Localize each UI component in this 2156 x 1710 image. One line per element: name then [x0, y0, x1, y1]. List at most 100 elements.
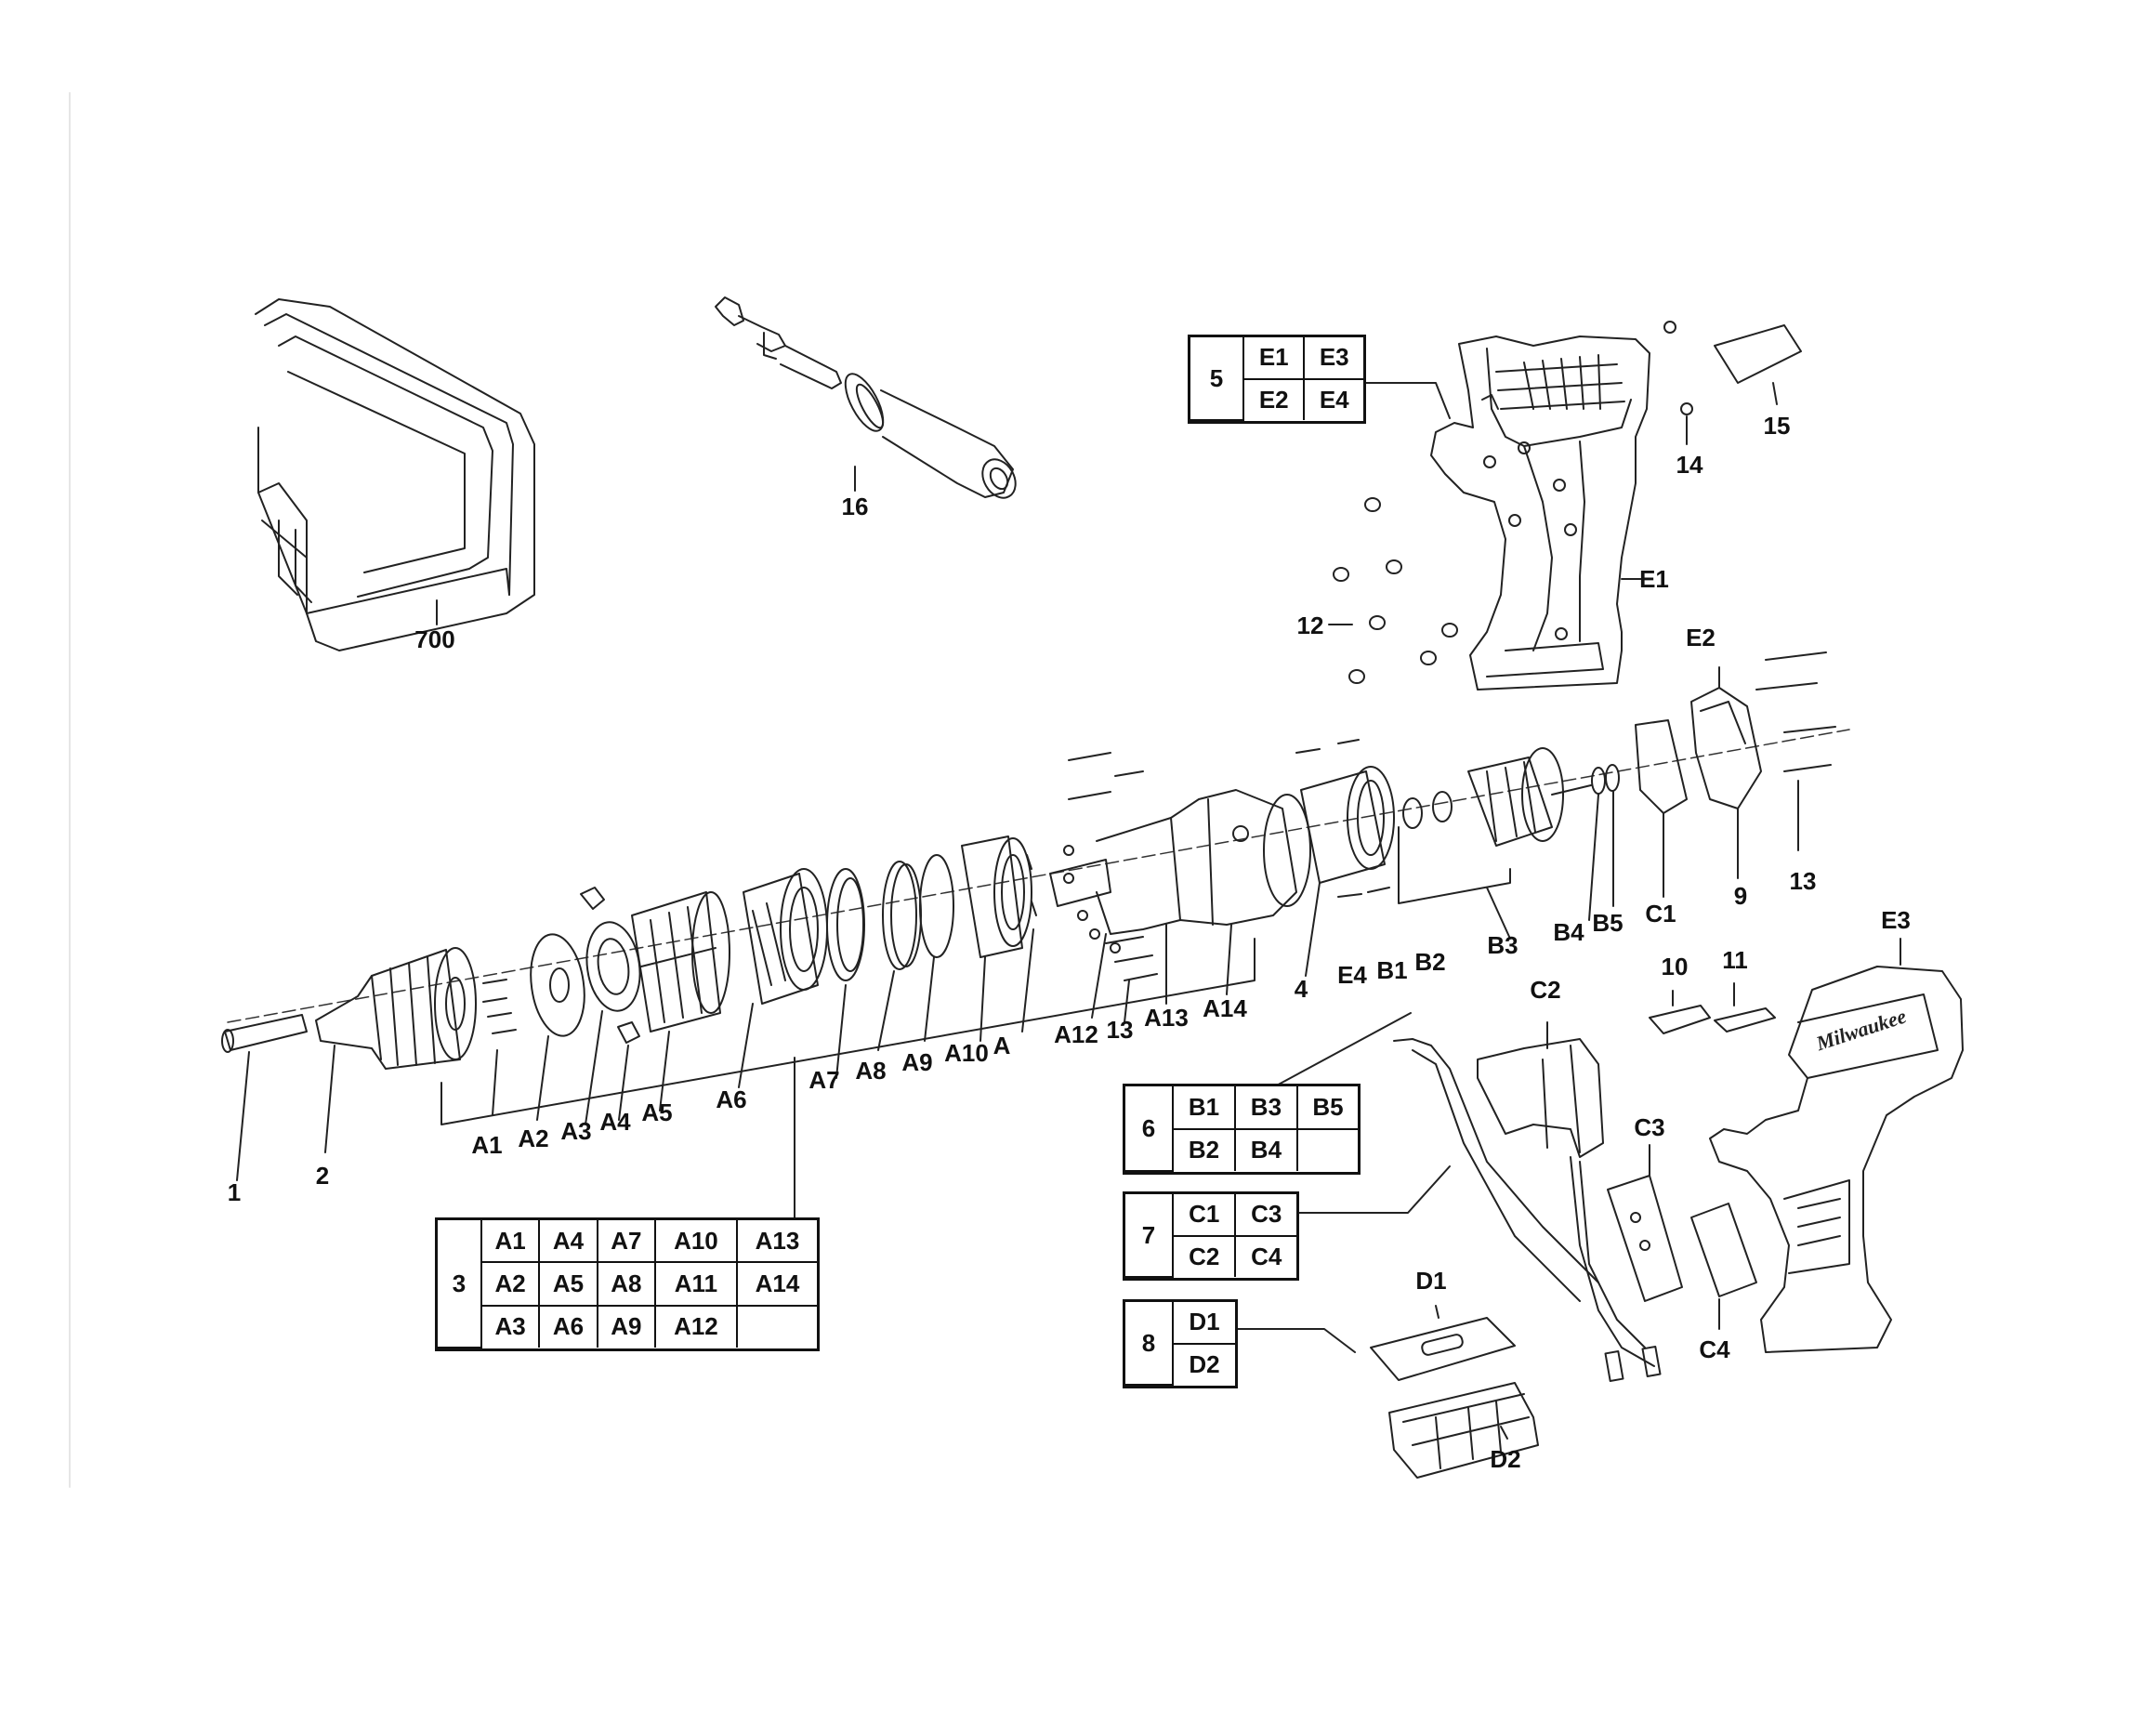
table-cell: A2	[481, 1261, 541, 1307]
table-cell	[1295, 1127, 1358, 1171]
carrying-case-drawing	[256, 299, 534, 651]
pad-c4-drawing	[1691, 1204, 1756, 1296]
screws-a1-drawing	[483, 980, 516, 1033]
table-cell: A14	[735, 1261, 817, 1307]
part-label-13-center: 13	[1106, 1016, 1134, 1044]
side-handle-drawing	[716, 297, 1022, 504]
leader-b3	[1487, 888, 1510, 939]
battery-terminal-d2-drawing	[1389, 1383, 1538, 1478]
table-cell: C3	[1234, 1194, 1296, 1237]
table-cell: C4	[1234, 1234, 1296, 1277]
part-label-9: 9	[1733, 882, 1748, 910]
part-label-b5: B5	[1592, 909, 1624, 937]
bearings-b-drawing	[1403, 792, 1452, 828]
pins-a-drawing	[1027, 855, 1036, 915]
housing-half-e3-drawing	[1710, 967, 1963, 1352]
balls-a11-drawing	[1064, 846, 1120, 953]
part-label-e4: E4	[1337, 961, 1367, 989]
milwaukee-logo: Milwaukee	[1812, 1004, 1909, 1055]
part-label-4: 4	[1294, 975, 1308, 1003]
part-label-14: 14	[1676, 451, 1703, 479]
table-cell: B2	[1173, 1127, 1236, 1171]
part-label-d1: D1	[1415, 1267, 1447, 1295]
assembly-table-6: 6 B1 B3 B5 B2 B4	[1123, 1084, 1361, 1175]
leader-1	[237, 1052, 249, 1180]
leader-8	[1234, 1329, 1355, 1352]
table-cell: A3	[481, 1304, 541, 1348]
part-label-b3: B3	[1487, 931, 1518, 959]
chuck-2-drawing	[316, 948, 476, 1069]
leader-13b	[1124, 980, 1129, 1022]
battery-terminal-d1-drawing	[1371, 1318, 1515, 1380]
table-cell: A10	[653, 1220, 738, 1264]
part-label-11: 11	[1722, 946, 1748, 974]
table-cell: C1	[1171, 1194, 1237, 1237]
armature-b3-drawing	[1468, 748, 1591, 846]
part-label-12: 12	[1296, 612, 1324, 639]
bracket-b	[1399, 827, 1510, 903]
table-cell: A1	[480, 1220, 541, 1264]
part-label-e1: E1	[1639, 565, 1669, 593]
part-label-a8: A8	[855, 1057, 887, 1085]
part-label-a14: A14	[1203, 994, 1247, 1022]
gear-cage-a5-drawing	[632, 892, 730, 1032]
assembly-table-8: 8 D1 D2	[1123, 1299, 1238, 1388]
spring-washer-b-drawing	[1592, 765, 1619, 794]
leader-d1	[1436, 1306, 1439, 1318]
leader-15	[1773, 383, 1777, 404]
part-label-e2: E2	[1686, 624, 1716, 651]
part-label-a13: A13	[1144, 1004, 1189, 1032]
table-cell: A4	[538, 1220, 598, 1264]
end-cap-9-drawing	[1691, 688, 1761, 809]
table-cell	[735, 1304, 817, 1348]
part-label-a6: A6	[716, 1085, 747, 1113]
part-label-c2: C2	[1530, 976, 1561, 1004]
table-cell: B5	[1295, 1086, 1358, 1130]
bit-1-drawing	[222, 1015, 307, 1052]
table-cell: A7	[596, 1220, 656, 1264]
table-cell: E4	[1303, 377, 1363, 420]
part-label-a12: A12	[1054, 1020, 1098, 1048]
ring-a7-drawing	[827, 869, 864, 980]
part-label-a9: A9	[901, 1048, 933, 1076]
table-cell: D2	[1173, 1342, 1235, 1385]
assembly-axis	[228, 730, 1849, 1022]
leader-a10	[980, 957, 985, 1041]
assembly-key-8: 8	[1125, 1302, 1174, 1386]
table-cell: E3	[1303, 337, 1363, 380]
part-label-a3: A3	[560, 1117, 592, 1145]
table-cell: A8	[596, 1261, 656, 1307]
table-cell: D1	[1172, 1302, 1235, 1345]
leader-a3	[585, 1011, 602, 1125]
clips-a4-drawing	[581, 888, 639, 1043]
leader-a9	[925, 957, 934, 1041]
ring-gear-a6-drawing	[743, 869, 827, 1004]
part-label-13-right: 13	[1789, 867, 1817, 895]
leader-4	[1306, 883, 1320, 976]
part-label-b2: B2	[1414, 948, 1446, 976]
assembly-key-7: 7	[1125, 1194, 1174, 1278]
assembly-table-5: 5 E1 E3 E2 E4	[1188, 335, 1366, 424]
table-cell: A9	[596, 1304, 656, 1348]
part-label-2: 2	[315, 1162, 330, 1190]
plate-a2-drawing	[525, 931, 591, 1040]
assembly-key-6: 6	[1125, 1086, 1174, 1172]
table-cell: E2	[1243, 377, 1306, 420]
part-label-700: 700	[414, 625, 455, 653]
switch-c2-drawing	[1394, 1039, 1660, 1381]
part-label-a: A	[993, 1032, 1011, 1059]
table-cell: A13	[735, 1220, 817, 1264]
part-label-c3: C3	[1634, 1113, 1665, 1141]
part-label-d2: D2	[1490, 1445, 1521, 1473]
table-cell: B4	[1233, 1127, 1298, 1171]
part-label-a4: A4	[599, 1108, 631, 1136]
label-plate-15-drawing	[1715, 325, 1801, 383]
screws-12-drawing	[1334, 498, 1457, 683]
part-10-drawing	[1650, 1006, 1710, 1033]
table-cell: E1	[1242, 337, 1306, 380]
parts-e4-drawing	[1296, 740, 1389, 897]
part-label-e3: E3	[1881, 906, 1911, 934]
assembly-table-7: 7 C1 C3 C2 C4	[1123, 1191, 1299, 1281]
part-label-a2: A2	[518, 1125, 549, 1152]
